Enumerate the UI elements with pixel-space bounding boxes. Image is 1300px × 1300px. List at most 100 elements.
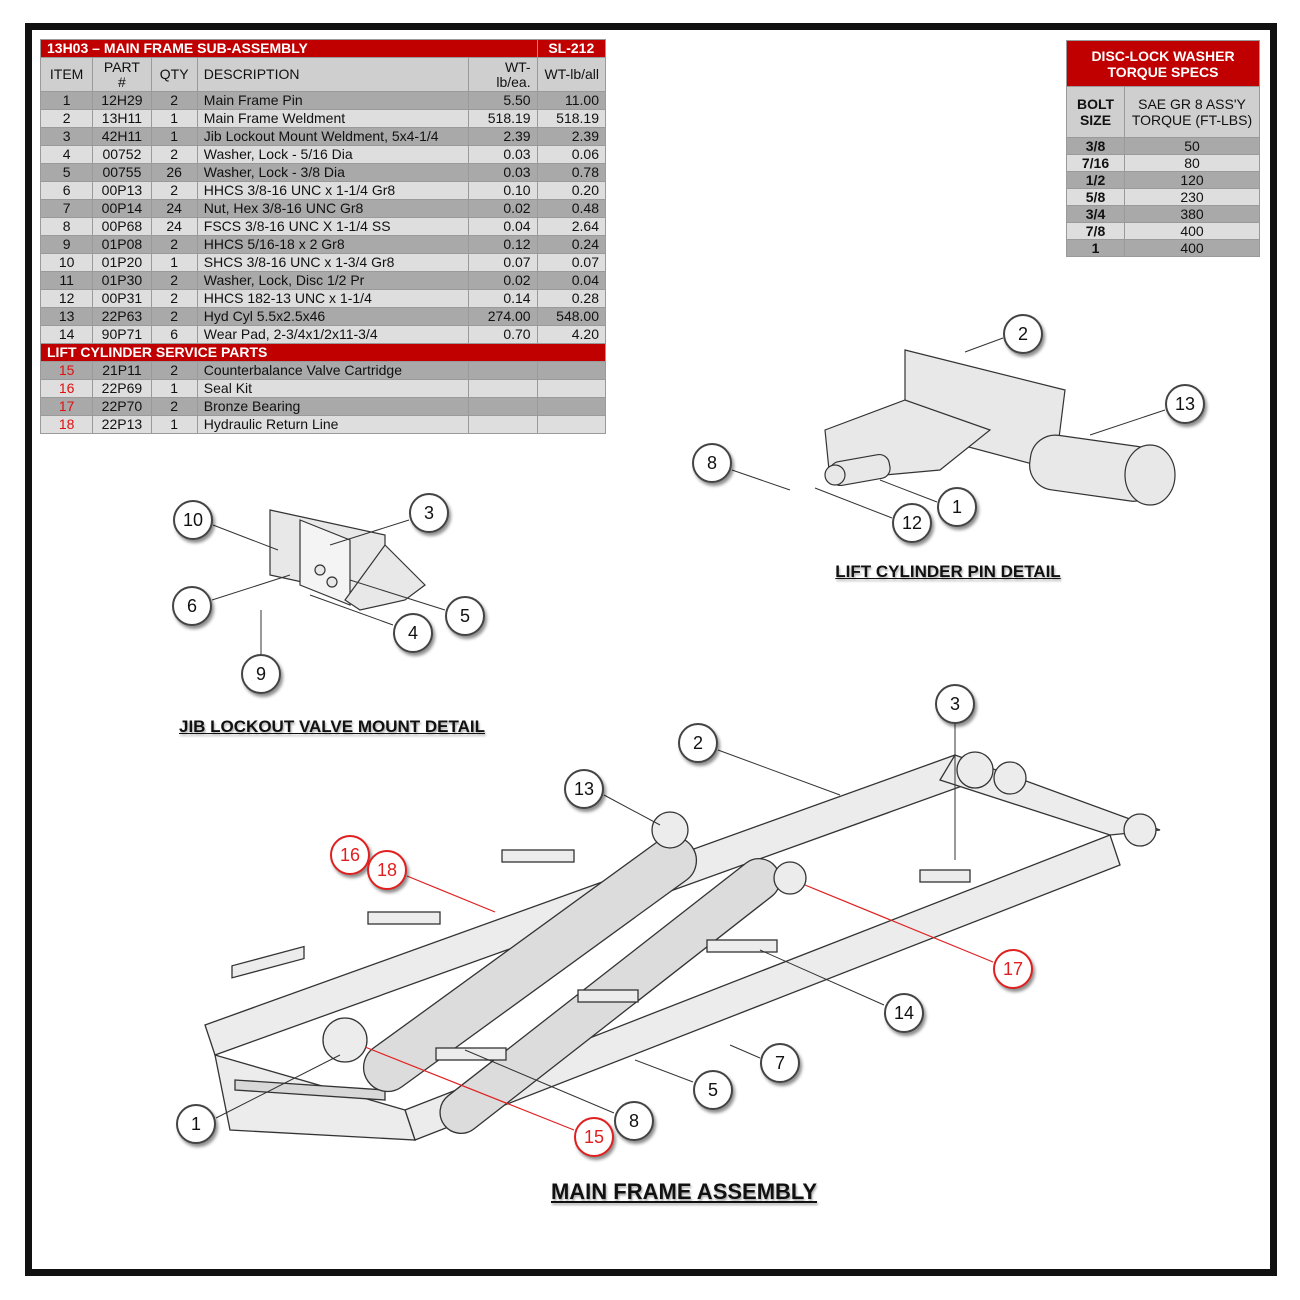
table-cell: 518.19	[468, 109, 538, 128]
table-cell: HHCS 182-13 UNC x 1-1/4	[196, 289, 470, 308]
column-header: QTY	[150, 57, 198, 92]
torque-title: DISC-LOCK WASHER TORQUE SPECS	[1066, 40, 1260, 87]
table-cell: 00P68	[92, 217, 152, 236]
table-cell: 0.70	[468, 325, 538, 344]
table-cell: 0.48	[536, 199, 607, 218]
balloon: 8	[614, 1101, 654, 1141]
table-cell: 12H29	[92, 91, 152, 110]
table-cell: Main Frame Weldment	[196, 109, 470, 128]
table-cell: 15	[39, 361, 94, 380]
balloon: 3	[409, 493, 449, 533]
balloon: 7	[760, 1043, 800, 1083]
service-title-row: LIFT CYLINDER SERVICE PARTS	[40, 343, 606, 362]
drawing-border	[25, 23, 1277, 1276]
service-balloon: 18	[367, 850, 407, 890]
empty-cell	[468, 415, 538, 434]
service-title: LIFT CYLINDER SERVICE PARTS	[40, 343, 606, 362]
table-cell: 90P71	[92, 325, 152, 344]
column-header: PART #	[92, 57, 152, 92]
table-cell: 0.24	[536, 235, 607, 254]
table-cell: 1	[150, 415, 198, 434]
table-cell: 2	[150, 271, 198, 290]
table-cell: 17	[39, 397, 94, 416]
empty-cell	[536, 361, 607, 380]
table-cell: 2	[150, 181, 198, 200]
table-cell: 4.20	[536, 325, 607, 344]
column-header: WT-lb/ea.	[468, 57, 538, 92]
table-cell: 01P30	[92, 271, 152, 290]
table-cell: 2.39	[536, 127, 607, 146]
table-cell: 18	[39, 415, 94, 434]
table-cell: 0.20	[536, 181, 607, 200]
service-leader-lines	[364, 875, 994, 1131]
balloon: 1	[176, 1104, 216, 1144]
column-header: DESCRIPTION	[196, 57, 470, 92]
balloon: 3	[935, 684, 975, 724]
balloon: 6	[172, 586, 212, 626]
service-balloon: 17	[993, 949, 1033, 989]
table-cell: Wear Pad, 2-3/4x1/2x11-3/4	[196, 325, 470, 344]
bom-title: 13H03 – MAIN FRAME SUB-ASSEMBLY	[40, 39, 538, 58]
table-cell: 24	[150, 217, 198, 236]
table-cell: 518.19	[536, 109, 607, 128]
table-cell: 0.03	[468, 163, 538, 182]
balloon: 5	[693, 1070, 733, 1110]
balloon: 14	[884, 993, 924, 1033]
balloon: 12	[892, 503, 932, 543]
torque-value: 50	[1124, 137, 1260, 155]
torque-value: 80	[1124, 154, 1260, 172]
table-cell: Washer, Lock, Disc 1/2 Pr	[196, 271, 470, 290]
main-frame-caption: MAIN FRAME ASSEMBLY	[550, 1179, 818, 1204]
table-cell: Washer, Lock - 3/8 Dia	[196, 163, 470, 182]
table-cell: 00P14	[92, 199, 152, 218]
table-cell: 6	[150, 325, 198, 344]
empty-cell	[468, 379, 538, 398]
table-cell: 0.03	[468, 145, 538, 164]
table-cell: 24	[150, 199, 198, 218]
table-cell: 1	[150, 379, 198, 398]
table-cell: 21P11	[92, 361, 152, 380]
lift-cylinder-pin-drawing	[824, 349, 1176, 506]
table-cell: Hydraulic Return Line	[196, 415, 470, 434]
leader-lines	[211, 337, 1166, 1119]
table-cell: Jib Lockout Mount Weldment, 5x4-1/4	[196, 127, 470, 146]
table-cell: 0.14	[468, 289, 538, 308]
table-cell: 7	[39, 199, 94, 218]
table-cell: 0.06	[536, 145, 607, 164]
table-cell: 42H11	[92, 127, 152, 146]
table-cell: HHCS 5/16-18 x 2 Gr8	[196, 235, 470, 254]
table-cell: 0.02	[468, 199, 538, 218]
table-cell: 3	[39, 127, 94, 146]
jib-lockout-drawing	[269, 509, 426, 611]
table-cell: Washer, Lock - 5/16 Dia	[196, 145, 470, 164]
table-cell: Hyd Cyl 5.5x2.5x46	[196, 307, 470, 326]
main-frame-drawing	[204, 751, 1161, 1141]
balloon: 4	[393, 613, 433, 653]
table-cell: HHCS 3/8-16 UNC x 1-1/4 Gr8	[196, 181, 470, 200]
torque-value: 400	[1124, 239, 1260, 257]
table-cell: 22P70	[92, 397, 152, 416]
table-cell: 2	[150, 307, 198, 326]
balloon: 8	[692, 443, 732, 483]
table-cell: 0.28	[536, 289, 607, 308]
table-cell: 14	[39, 325, 94, 344]
torque-value: 120	[1124, 171, 1260, 189]
jib-lockout-caption: JIB LOCKOUT VALVE MOUNT DETAIL	[179, 717, 485, 736]
table-cell: 13	[39, 307, 94, 326]
